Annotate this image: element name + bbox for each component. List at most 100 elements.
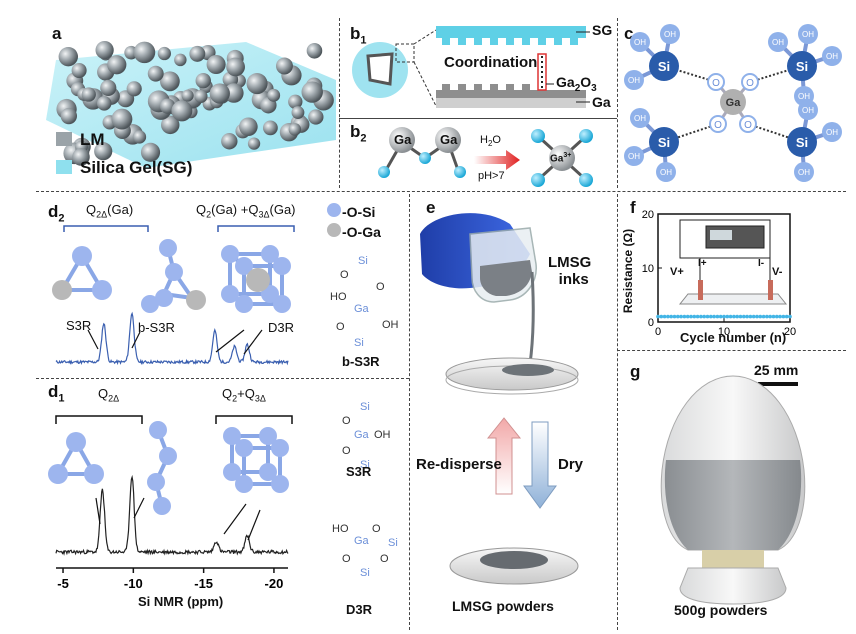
data-point [709,314,713,319]
silicon-label: Si [658,135,670,150]
formula-atom: Si [354,337,364,349]
f-iminus-label: I- [758,258,765,269]
oxygen-atom [707,73,725,91]
lm-droplet [181,89,194,102]
f-vplus-label: V+ [670,266,684,278]
data-point [755,314,759,319]
oxygen-atom [709,115,727,133]
panel-label-e: e [426,198,436,217]
data-point [662,314,667,319]
nmr-trace [55,474,289,556]
y-tick-label: 0 [648,317,654,329]
formula-atom: O [342,553,351,565]
oxygen-label: O [746,78,754,89]
lm-droplet [161,115,180,135]
lm-droplet [306,42,323,59]
x-tick-label: -20 [265,576,284,591]
x-tick-label: 10 [718,326,730,338]
formula-atom: Ga [354,429,370,441]
data-point [784,314,789,319]
lm-droplet [224,83,244,103]
b1-ga2o3-label: Ga2O3 [556,74,597,94]
panel-g: g 25 mm 500g powders [618,352,848,630]
atom-ball [155,289,173,307]
silicon-atom [649,127,679,157]
e-dry-label: Dry [558,456,584,473]
data-point [745,314,749,319]
data-point [738,314,743,319]
atom-ball [327,223,341,237]
oxygen-atom [739,115,757,133]
d1-s3r-label: S3R [346,464,372,479]
divider-v-bc [617,18,618,188]
silicon-label: Si [796,59,808,74]
divider-v-ef [617,194,618,630]
gallium-label: Ga [726,97,742,109]
atom-ball [159,447,177,465]
legend-lm-label: LM [80,130,105,149]
oh-label: OH [798,92,810,101]
panel-b2: b2 Ga Ga H2O pH>7 Ga3+ [340,120,617,190]
atom-ball [223,427,241,445]
oxygen-label: O [712,78,720,89]
substrate [678,293,788,305]
x-tick-label: -10 [124,576,143,591]
oh-label: OH [826,52,838,61]
divider-h-d2d1 [36,378,409,379]
d2-bs3r-label: b-S3R [138,320,175,335]
lm-droplet [194,89,208,103]
atom-ball [147,473,165,491]
group1-bracket [55,415,143,424]
divider-h-top [36,191,846,192]
multimeter-screen [710,230,732,240]
lm-droplet [174,53,187,67]
formula-atom: Ga [354,535,370,547]
data-point [666,314,670,319]
data-point [761,314,766,319]
peak-arrow [215,329,245,353]
data-point [742,314,746,319]
lm-droplet [195,72,211,89]
atom-ball [327,203,341,217]
lm-droplet [111,108,133,130]
oh-group [822,46,842,66]
silicon-atom [787,51,817,81]
lm-droplet [133,41,156,64]
lm-droplet [209,83,230,104]
peak-arrow [247,509,261,541]
atom-ball [273,295,291,313]
gallium-atom [720,89,746,115]
f-vminus-label: V- [772,266,783,278]
formula-atom: Si [360,567,370,579]
peak-arrow [95,497,101,525]
legend-sg-label: Silica Gel(SG) [80,158,193,177]
lm-droplet [291,106,305,119]
lm-droplet [275,57,293,75]
b1-ga-label: Ga [592,94,611,110]
x-tick-label: 0 [655,326,661,338]
data-point [788,314,792,319]
oh-group [624,146,644,166]
d1-d3r-label: D3R [346,602,373,617]
oh-label: OH [628,152,640,161]
lm-droplet [189,45,206,62]
atom-ball [66,432,86,452]
lm-droplet [239,117,258,137]
atom-ball [221,285,239,303]
divider-v-ab [339,18,340,188]
panel-label-a: a [52,24,62,43]
data-point [781,314,786,319]
data-point [699,314,703,319]
atom-ball [92,280,112,300]
formula-atom: O [376,281,385,293]
ink-pouring-illustration [420,213,579,585]
hydrogen-bond [747,123,803,143]
y-tick-label: 20 [642,209,654,221]
data-point [695,314,700,319]
data-point [685,314,690,319]
